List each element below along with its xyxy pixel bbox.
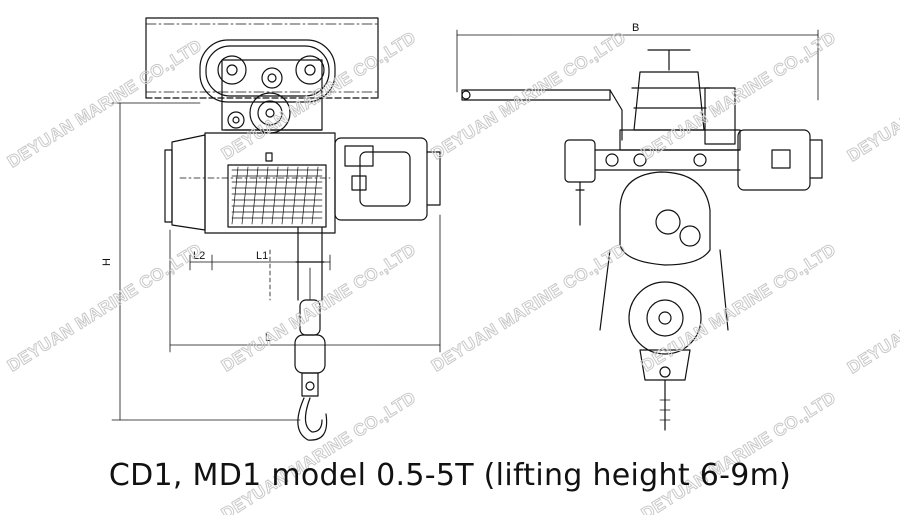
beam-rail: [145, 17, 379, 99]
front-dimension-lines: [111, 102, 441, 421]
watermarks: DEYUAN MARINE CO.,LTD DEYUAN MARINE CO.,…: [4, 27, 900, 515]
center-lug: [224, 92, 323, 134]
motor: [334, 137, 441, 221]
figure-caption: CD1, MD1 model 0.5-5T (lifting height 6-…: [108, 458, 792, 493]
watermark-text: DEYUAN MARINE CO.,LTD: [638, 240, 839, 376]
watermark-text: DEYUAN MARINE CO.,LTD: [218, 388, 419, 515]
watermark-text: DEYUAN MARINE CO.,LTD: [218, 240, 419, 376]
hook-block: [294, 227, 328, 441]
dimension-label-b: B: [632, 22, 639, 34]
dimension-label-h: H: [101, 258, 113, 266]
side-dimension-lines: [456, 29, 819, 101]
side-drum: [599, 171, 729, 331]
watermark-text: DEYUAN MARINE CO.,LTD: [428, 240, 629, 376]
watermark-text: DEYUAN MARINE CO.,LTD: [844, 30, 900, 166]
watermark-text: DEYUAN MARINE CO.,LTD: [844, 242, 900, 378]
side-control-box: [564, 139, 741, 226]
side-motor: [737, 129, 823, 191]
side-view: B: [456, 22, 823, 431]
dimension-label-l1: L1: [256, 250, 268, 262]
wire-rope-winding: [231, 166, 323, 225]
dimension-label-l: L: [265, 332, 271, 344]
watermark-text: DEYUAN MARINE CO.,LTD: [638, 388, 839, 515]
watermark-text: DEYUAN MARINE CO.,LTD: [638, 28, 839, 164]
dimension-label-l2: L2: [193, 250, 205, 262]
watermark-text: DEYUAN MARINE CO.,LTD: [428, 28, 629, 164]
watermark-text: DEYUAN MARINE CO.,LTD: [4, 36, 205, 172]
front-view: H L2 L1 L: [101, 17, 441, 441]
side-hook-block: [628, 281, 702, 431]
